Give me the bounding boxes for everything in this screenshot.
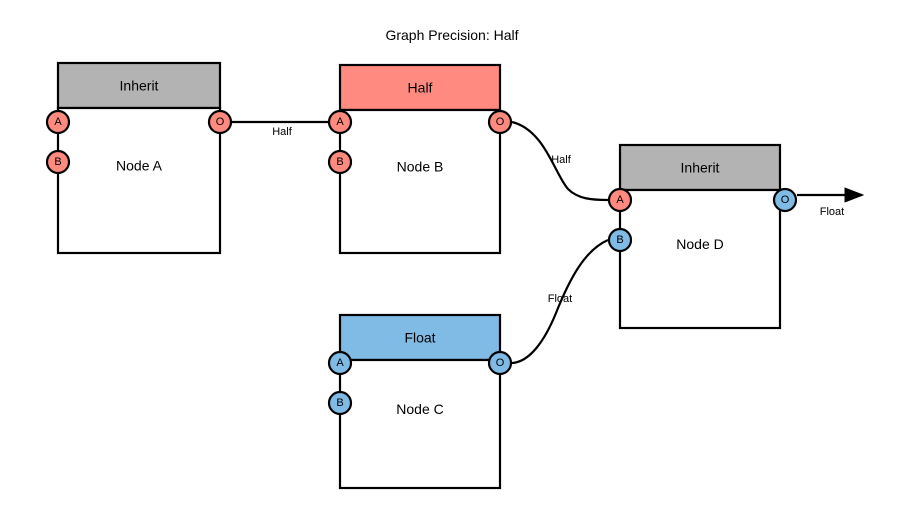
node-b-port-a-circle[interactable] — [327, 109, 353, 135]
node-a-port-b[interactable]: B — [45, 149, 71, 175]
node-a-port-b-label: B — [54, 156, 61, 168]
edge-b-to-d[interactable]: Half — [511, 120, 609, 202]
node-b-port-o-label: O — [496, 116, 505, 128]
node-a-header[interactable] — [56, 61, 222, 110]
node-a-port-o-label: O — [216, 116, 225, 128]
node-b-body[interactable] — [338, 108, 502, 255]
node-c-header[interactable] — [338, 313, 502, 362]
edge-b-to-d-label: Half — [551, 154, 572, 166]
node-d-port-o-label: O — [781, 194, 790, 206]
node-b-port-o[interactable]: O — [487, 109, 513, 135]
edge-d-output-label: Float — [820, 206, 844, 218]
edge-b-to-d-line[interactable] — [511, 120, 609, 202]
edge-a-to-b-label: Half — [272, 126, 293, 138]
node-d-port-a[interactable]: A — [607, 187, 633, 213]
node-b-port-b-label: B — [336, 156, 343, 168]
node-a-label: Node A — [116, 158, 163, 174]
node-a-body[interactable] — [56, 106, 222, 255]
node-d-port-o-circle[interactable] — [772, 187, 798, 213]
edge-c-to-d-line[interactable] — [511, 238, 609, 365]
node-b-label: Node B — [397, 159, 444, 175]
node-b-header-label: Half — [408, 80, 433, 96]
node-b-header[interactable] — [338, 63, 502, 112]
node-d-port-b-label: B — [616, 234, 623, 246]
node-d-header[interactable] — [618, 143, 782, 192]
node-c-port-o-label: O — [496, 357, 505, 369]
node-b-port-b[interactable]: B — [327, 149, 353, 175]
node-c-port-a[interactable]: A — [327, 350, 353, 376]
node-a-port-o[interactable]: O — [207, 109, 233, 135]
node-c-label: Node C — [396, 401, 443, 417]
node-c-port-a-label: A — [336, 357, 344, 369]
node-c-port-b[interactable]: B — [327, 390, 353, 416]
node-d-header-label: Inherit — [681, 160, 720, 176]
node-d-body[interactable] — [618, 188, 782, 330]
node-c-port-b-label: B — [336, 397, 343, 409]
node-c-header-label: Float — [404, 330, 435, 346]
node-d-port-o[interactable]: O — [772, 187, 798, 213]
node-d-port-a-label: A — [616, 194, 624, 206]
node-a-port-a-label: A — [54, 116, 62, 128]
node-c-port-o-circle[interactable] — [487, 350, 513, 376]
node-d-label: Node D — [676, 236, 723, 252]
node-d-port-b[interactable]: B — [607, 227, 633, 253]
edge-c-to-d[interactable]: Float — [511, 238, 609, 365]
node-b-port-a[interactable]: A — [327, 109, 353, 135]
node-c-port-b-circle[interactable] — [327, 390, 353, 416]
node-a-header-label: Inherit — [120, 78, 159, 94]
node-b-port-b-circle[interactable] — [327, 149, 353, 175]
node-b-port-o-circle[interactable] — [487, 109, 513, 135]
node-b-port-a-label: A — [336, 116, 344, 128]
node-d-port-a-circle[interactable] — [607, 187, 633, 213]
edge-c-to-d-label: Float — [548, 293, 572, 305]
page-title: Graph Precision: Half — [385, 27, 518, 43]
node-d-port-b-circle[interactable] — [607, 227, 633, 253]
node-c-body[interactable] — [338, 358, 502, 490]
edge-d-output[interactable]: Float — [797, 187, 865, 218]
edge-a-to-b[interactable]: Half — [232, 120, 328, 138]
node-c-port-o[interactable]: O — [487, 350, 513, 376]
node-a-port-a[interactable]: A — [45, 109, 71, 135]
node-a-port-a-circle[interactable] — [45, 109, 71, 135]
node-a-port-b-circle[interactable] — [45, 149, 71, 175]
node-a-port-o-circle[interactable] — [207, 109, 233, 135]
node-c-port-a-circle[interactable] — [327, 350, 353, 376]
